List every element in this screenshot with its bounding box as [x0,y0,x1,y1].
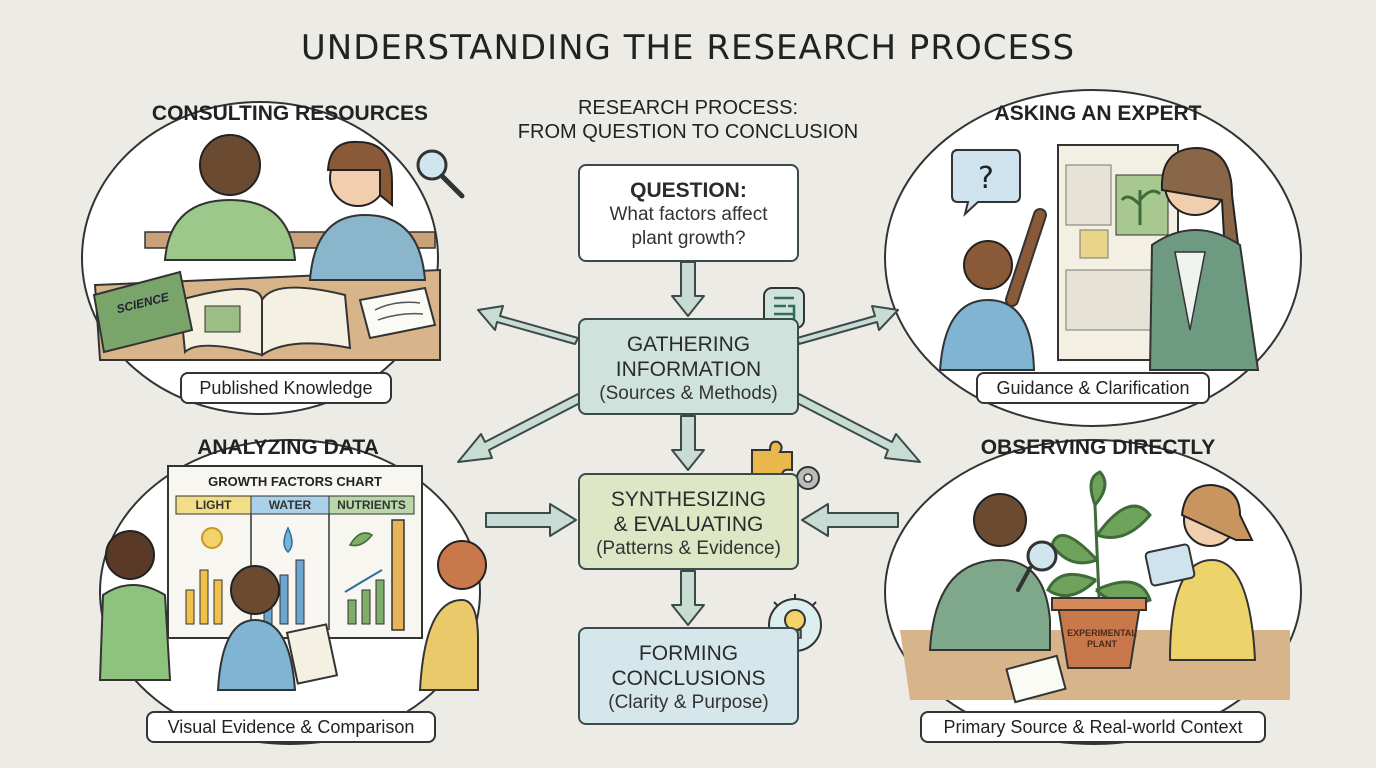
forming-box: FORMING CONCLUSIONS (Clarity & Purpose) [578,627,799,725]
chart-title: GROWTH FACTORS CHART [208,474,382,489]
expert-caption: Guidance & Clarification [976,372,1210,404]
gathering-sub: (Sources & Methods) [599,383,778,404]
analyzing-heading: ANALYZING DATA [197,436,379,459]
synthesizing-title-1: SYNTHESIZING [610,488,767,511]
arrow-to-observing [794,393,921,463]
page-title: UNDERSTANDING THE RESEARCH PROCESS [300,28,1076,68]
gathering-title-2: INFORMATION [615,358,762,381]
question-bubble-icon: ? [951,149,1021,218]
chart-column-water: WATER [268,498,312,512]
expert-illustration [938,144,1260,371]
process-subtitle: RESEARCH PROCESS: FROM QUESTION TO CONCL… [488,96,888,144]
question-mark: ? [978,161,994,196]
gathering-title-1: GATHERING [626,333,751,356]
analyzing-caption: Visual Evidence & Comparison [146,711,436,743]
question-title: QUESTION: [630,179,747,202]
synthesizing-title-2: & EVALUATING [613,513,764,536]
arrow-to-analyzing [457,393,583,463]
observing-illustration [900,470,1290,704]
expert-heading: ASKING AN EXPERT [994,102,1202,125]
arrow-synthesizing-to-forming [671,570,705,626]
gathering-box: GATHERING INFORMATION (Sources & Methods… [578,318,799,415]
question-line-1: What factors affect [609,204,768,225]
arrow-analyzing-to-synthesizing [485,503,577,537]
pot-label-line-2: PLANT [1087,639,1117,649]
arrow-to-consulting [477,305,579,345]
consulting-caption: Published Knowledge [180,372,392,404]
arrow-gathering-to-synthesizing [671,415,705,471]
pot-label-line-1: EXPERIMENTAL [1067,628,1137,638]
chart-column-light: LIGHT [195,498,232,512]
forming-title-1: FORMING [638,642,739,665]
chart-column-nutrients: NUTRIENTS [337,498,406,512]
consulting-illustration [92,134,441,361]
pot-label: EXPERIMENTAL PLANT [1064,628,1140,650]
arrow-observing-to-synthesizing [801,503,899,537]
consulting-heading: CONSULTING RESOURCES [151,102,429,125]
magnifier-icon [416,149,465,199]
subtitle-line-2: FROM QUESTION TO CONCLUSION [517,121,859,143]
flow-arrows [457,261,921,626]
forming-sub: (Clarity & Purpose) [608,692,769,713]
synthesizing-sub: (Patterns & Evidence) [596,538,781,559]
observing-caption: Primary Source & Real-world Context [920,711,1266,743]
arrow-to-expert [796,305,899,345]
synthesizing-box: SYNTHESIZING & EVALUATING (Patterns & Ev… [578,473,799,570]
forming-title-2: CONCLUSIONS [611,667,766,690]
question-box: QUESTION: What factors affect plant grow… [578,164,799,262]
analyzing-illustration [98,465,487,691]
observing-heading: OBSERVING DIRECTLY [980,436,1216,459]
question-line-2: plant growth? [631,228,746,249]
arrow-question-to-gathering [671,261,705,317]
subtitle-line-1: RESEARCH PROCESS: [577,97,799,119]
